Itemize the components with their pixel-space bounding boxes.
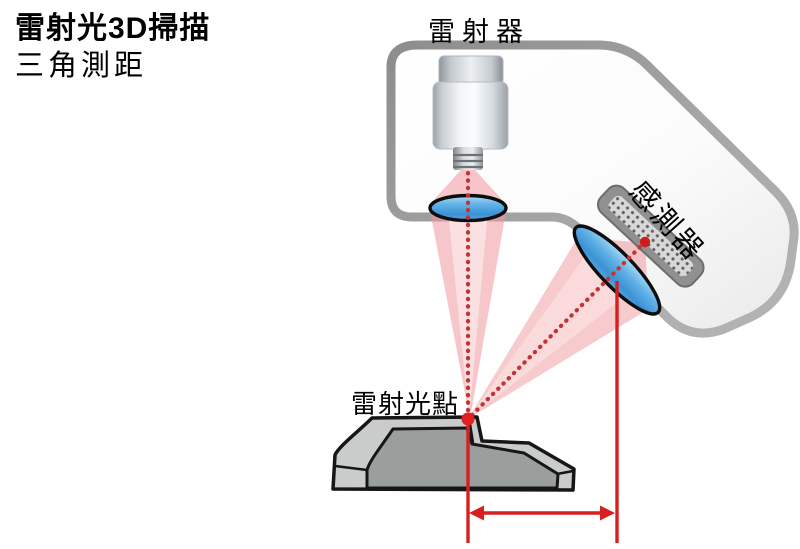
workpiece-front-face	[365, 426, 560, 490]
reflect-axis-dotted-line	[469, 241, 646, 418]
laser-emitter	[432, 55, 509, 170]
baseline-dimension-arrow	[469, 505, 615, 521]
title-line-2: 三角測距	[15, 49, 148, 82]
laser-spot-label: 雷射光點	[351, 389, 460, 419]
reflect-beam-core	[468, 246, 633, 419]
dimension-arrowhead-right	[600, 505, 615, 521]
workpiece-facet-line	[334, 464, 368, 472]
laser-emitter-body	[432, 81, 509, 150]
laser-source-label: 雷射器	[428, 17, 530, 47]
laser-emitter-cap	[438, 55, 504, 86]
workpiece	[331, 415, 576, 492]
workpiece-facet-line	[556, 469, 574, 476]
title-line-1: 雷射光3D掃描	[15, 12, 211, 45]
sensor-array-dots	[608, 195, 694, 277]
diagram-title: 雷射光3D掃描 三角測距	[15, 10, 210, 84]
laser-emitter-nozzle	[453, 147, 483, 170]
dimension-arrowhead-left	[469, 505, 484, 521]
sensor-array-group	[596, 184, 705, 288]
sensor-hit-dot	[639, 236, 651, 248]
laser-spot-dot	[461, 412, 475, 426]
